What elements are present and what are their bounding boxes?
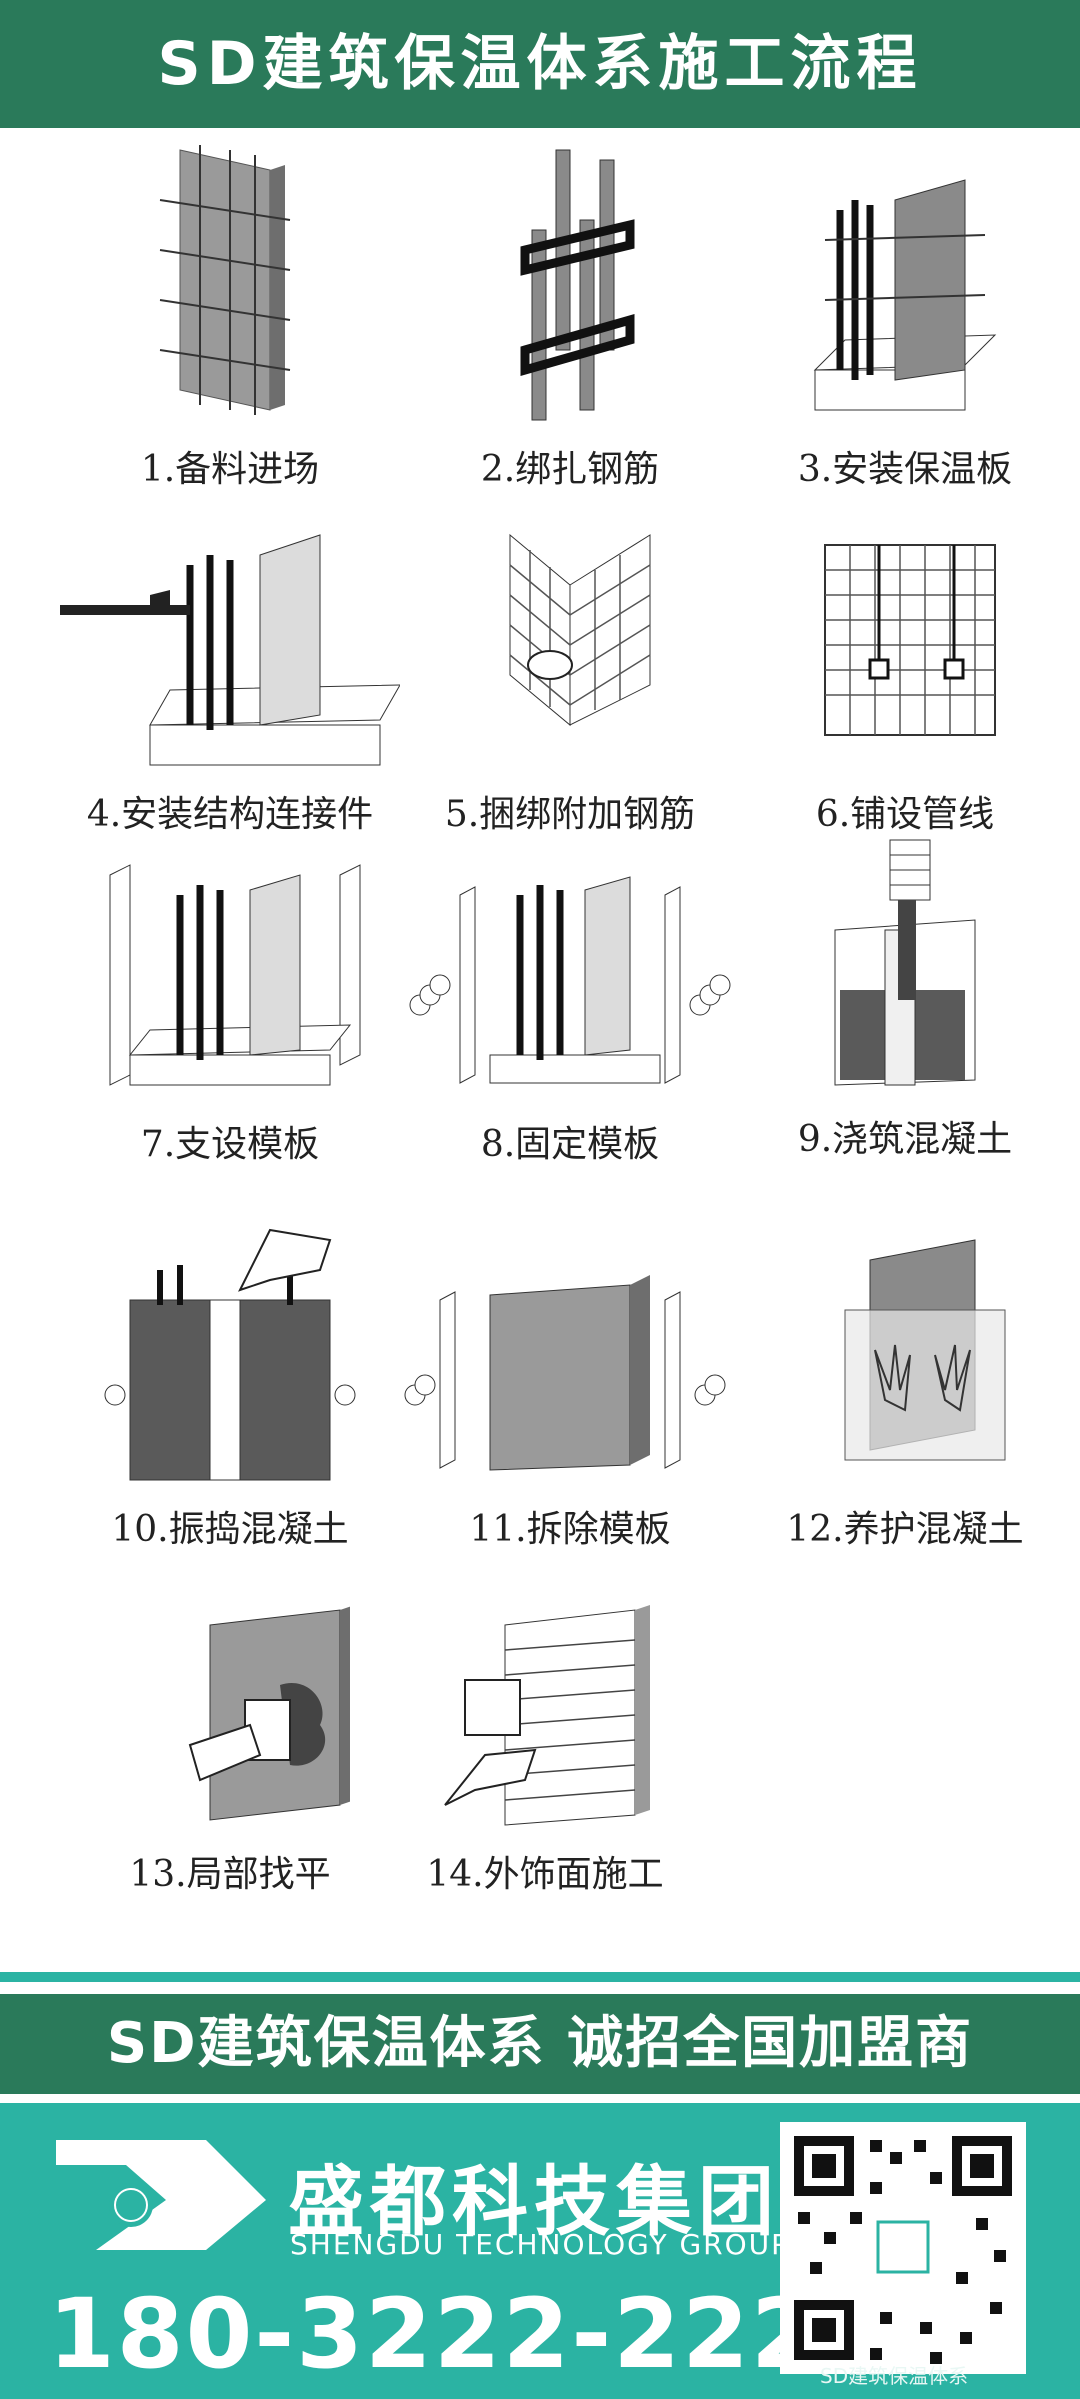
step-4: 4.安装结构连接件	[60, 515, 400, 837]
step-label: 6.铺设管线	[815, 794, 995, 835]
step-label: 5.捆绑附加钢筋	[444, 794, 696, 835]
step-label: 7.支设模板	[140, 1124, 320, 1165]
page-title: SD建筑保温体系施工流程	[157, 29, 923, 99]
step-9: 9.浇筑混凝土	[735, 830, 1075, 1162]
step-1-illustration	[159, 145, 291, 415]
company-name: 盛都科技集团	[288, 2157, 780, 2246]
step-12: 12.养护混凝土	[735, 1230, 1075, 1552]
step-11-illustration	[404, 1275, 726, 1471]
step-label: 8.固定模板	[480, 1124, 660, 1165]
step-2: 2.绑扎钢筋	[400, 140, 740, 492]
divider-stripe	[0, 1972, 1080, 1982]
step-14: 14.外饰面施工	[375, 1605, 715, 1897]
step-8: 8.固定模板	[400, 855, 740, 1167]
header-bar: SD建筑保温体系施工流程	[0, 0, 1080, 128]
phone-number[interactable]: 180-3222-2222	[48, 2278, 889, 2390]
step-9-illustration	[834, 839, 976, 1086]
step-4-illustration	[60, 534, 400, 766]
step-label: 3.安装保温板	[797, 449, 1013, 490]
step-3-illustration	[813, 179, 997, 411]
step-3: 3.安装保温板	[735, 140, 1075, 492]
company-english-name: SHENGDU TECHNOLOGY GROUP	[290, 2228, 791, 2261]
watermark: SD建筑保温体系	[820, 2364, 969, 2388]
step-label: 13.局部找平	[129, 1854, 331, 1895]
step-label: 10.振捣混凝土	[111, 1509, 349, 1550]
qr-code-icon	[794, 2136, 1012, 2364]
step-10: 10.振捣混凝土	[60, 1210, 400, 1552]
step-label: 12.养护混凝土	[786, 1509, 1024, 1550]
step-label: 14.外饰面施工	[426, 1854, 664, 1895]
step-1: 1.备料进场	[60, 140, 400, 492]
recruit-banner: SD建筑保温体系 诚招全国加盟商	[0, 1994, 1080, 2094]
step-label: 9.浇筑混凝土	[797, 1119, 1013, 1160]
step-7-illustration	[109, 864, 361, 1086]
step-5-illustration	[509, 533, 651, 727]
step-6-illustration	[824, 544, 996, 736]
step-13-illustration	[188, 1606, 350, 1821]
step-label: 11.拆除模板	[469, 1509, 671, 1550]
company-logo	[56, 2140, 266, 2250]
step-5: 5.捆绑附加钢筋	[400, 515, 740, 837]
step-6: 6.铺设管线	[735, 515, 1075, 837]
recruit-text: SD建筑保温体系 诚招全国加盟商	[106, 2011, 974, 2076]
step-10-illustration	[104, 1228, 356, 1481]
step-label: 1.备料进场	[140, 449, 320, 490]
step-label: 2.绑扎钢筋	[480, 449, 660, 490]
step-13: 13.局部找平	[60, 1605, 400, 1897]
qr-code[interactable]	[780, 2122, 1026, 2374]
step-7: 7.支设模板	[60, 855, 400, 1167]
step-11: 11.拆除模板	[400, 1260, 740, 1552]
step-14-illustration	[444, 1605, 650, 1826]
step-8-illustration	[409, 876, 731, 1084]
step-2-illustration	[520, 149, 635, 421]
step-12-illustration	[844, 1239, 1006, 1461]
step-label: 4.安装结构连接件	[86, 794, 374, 835]
